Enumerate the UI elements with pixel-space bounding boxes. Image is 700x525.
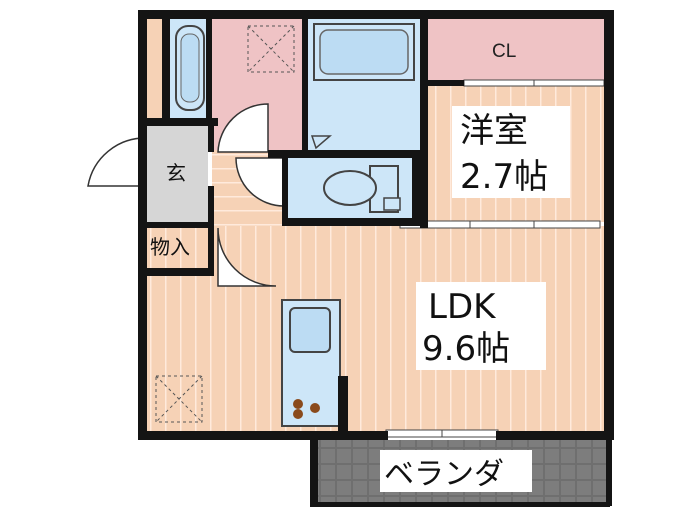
toilet-icon [323,165,401,213]
ventilation-icon [247,25,295,73]
entrance-floor [146,126,208,222]
western-room-label-group: 洋室 2.7帖 [452,106,570,198]
hall-door [217,227,277,287]
balcony-label: ベランダ [384,457,504,492]
closet-label-group: CL [492,41,516,62]
ldk-name: LDK [428,287,497,327]
western-sliding-door [399,220,601,229]
stove-icon [293,399,320,419]
ldk-label-group: LDK 9.6帖 [416,282,546,370]
entrance-label: 玄 [166,161,186,185]
storage-label: 物入 [150,235,190,259]
sink-icon [313,23,415,81]
closet-floor [424,18,604,80]
kitchen-sink-icon [289,307,331,353]
entrance-door [87,137,147,187]
western-room-size: 2.7帖 [460,157,548,197]
balcony-label-group: ベランダ [380,450,532,492]
ldk-size: 9.6帖 [422,329,510,369]
western-room-name: 洋室 [460,111,528,151]
washroom-door [217,103,269,153]
closet-label: CL [492,41,516,62]
washer-space [310,135,333,150]
left-strip-floor [146,18,162,118]
walls [138,10,614,507]
balcony-window [385,429,499,438]
ventilation-icon [155,375,203,423]
bathtub-icon [175,25,205,111]
closet-sliding-door [463,79,605,87]
